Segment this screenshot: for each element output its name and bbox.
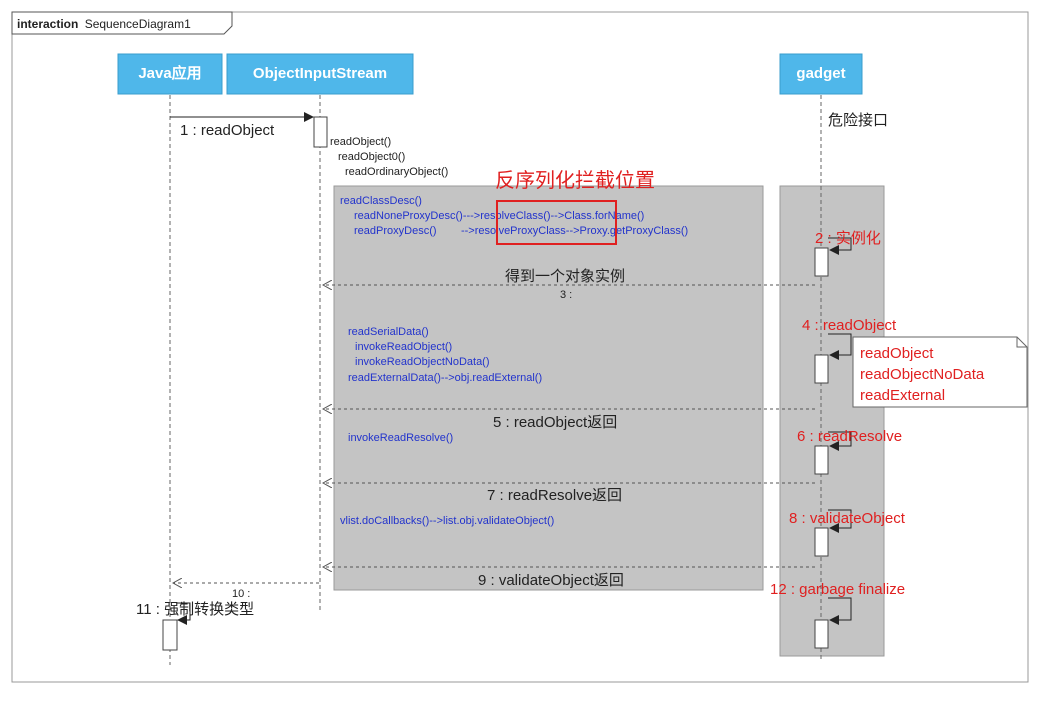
message-8-self-arrow xyxy=(828,509,852,533)
message-4-self-arrow xyxy=(828,333,852,360)
message-1-label: 1 : readObject xyxy=(180,122,275,139)
read-external-data: readExternalData()-->obj.readExternal() xyxy=(348,372,542,384)
frame-tab xyxy=(11,11,233,35)
call-read-ordinary-object: readOrdinaryObject() xyxy=(345,166,448,178)
message-7-label: 7 : readResolve返回 xyxy=(487,487,622,504)
message-2-self-arrow xyxy=(828,237,852,255)
message-3-title: 得到一个对象实例 xyxy=(505,268,625,285)
lifeline-head-object-input-stream[interactable]: ObjectInputStream xyxy=(226,53,414,95)
svg-text:gadget: gadget xyxy=(796,65,845,82)
message-11-label: 11 : 强制转换类型 xyxy=(136,601,254,618)
fragment-gadget xyxy=(779,185,885,657)
message-3-label: 3 : xyxy=(560,289,572,301)
message-5-label: 5 : readObject返回 xyxy=(493,414,617,431)
lifeline-head-gadget[interactable]: gadget xyxy=(779,53,863,95)
message-8-label: 8 : validateObject xyxy=(789,510,906,527)
read-serial-data: readSerialData() xyxy=(348,326,429,338)
message-12-self-arrow xyxy=(828,597,852,625)
danger-interface-label: 危险接口 xyxy=(828,112,888,129)
call-read-object: readObject() xyxy=(330,136,391,148)
activation-java-end xyxy=(162,619,178,651)
message-6-self-arrow xyxy=(828,431,852,451)
message-10-label: 10 : xyxy=(232,588,250,600)
message-2-label: 2 : 实例化 xyxy=(815,230,881,247)
svg-text:readExternal: readExternal xyxy=(860,387,945,404)
invoke-read-object-no-data: invokeReadObjectNoData() xyxy=(355,356,490,368)
message-11-self-arrow xyxy=(177,602,191,625)
vlist-do-callbacks: vlist.doCallbacks()-->list.obj.validateO… xyxy=(340,515,554,527)
message-12-label: 12 : garbage finalize xyxy=(770,581,905,598)
activation-ois xyxy=(313,116,328,148)
activation-gadget-6 xyxy=(814,445,829,475)
invoke-read-resolve: invokeReadResolve() xyxy=(348,432,453,444)
svg-text:readObjectNoData: readObjectNoData xyxy=(860,366,985,383)
svg-text:readObject: readObject xyxy=(860,345,934,362)
read-none-proxy-desc: readNoneProxyDesc()--->resolveClass()-->… xyxy=(354,210,644,222)
svg-text:ObjectInputStream: ObjectInputStream xyxy=(253,65,387,82)
activation-gadget-12 xyxy=(814,619,829,649)
frame-label: interaction SequenceDiagram1 xyxy=(17,17,191,31)
invoke-read-object: invokeReadObject() xyxy=(355,341,452,353)
message-6-label: 6 : readResolve xyxy=(797,428,902,445)
lifeline-head-java-app[interactable]: Java应用 xyxy=(117,53,223,95)
svg-text:Java应用: Java应用 xyxy=(138,64,201,82)
activation-gadget-8 xyxy=(814,527,829,557)
fragment-main xyxy=(333,185,764,591)
call-read-object0: readObject0() xyxy=(338,151,405,163)
intercept-position-title: 反序列化拦截位置 xyxy=(495,169,655,192)
message-9-label: 9 : validateObject返回 xyxy=(478,572,624,589)
message-4-label: 4 : readObject xyxy=(802,317,897,334)
read-class-desc: readClassDesc() xyxy=(340,195,422,207)
activation-gadget-2 xyxy=(814,247,829,277)
read-proxy-desc: readProxyDesc() -->resolveProxyClass-->P… xyxy=(354,225,688,237)
intercept-highlight-box xyxy=(496,200,617,245)
note-box: readObject readObjectNoData readExternal xyxy=(852,336,1028,408)
activation-gadget-4 xyxy=(814,354,829,384)
